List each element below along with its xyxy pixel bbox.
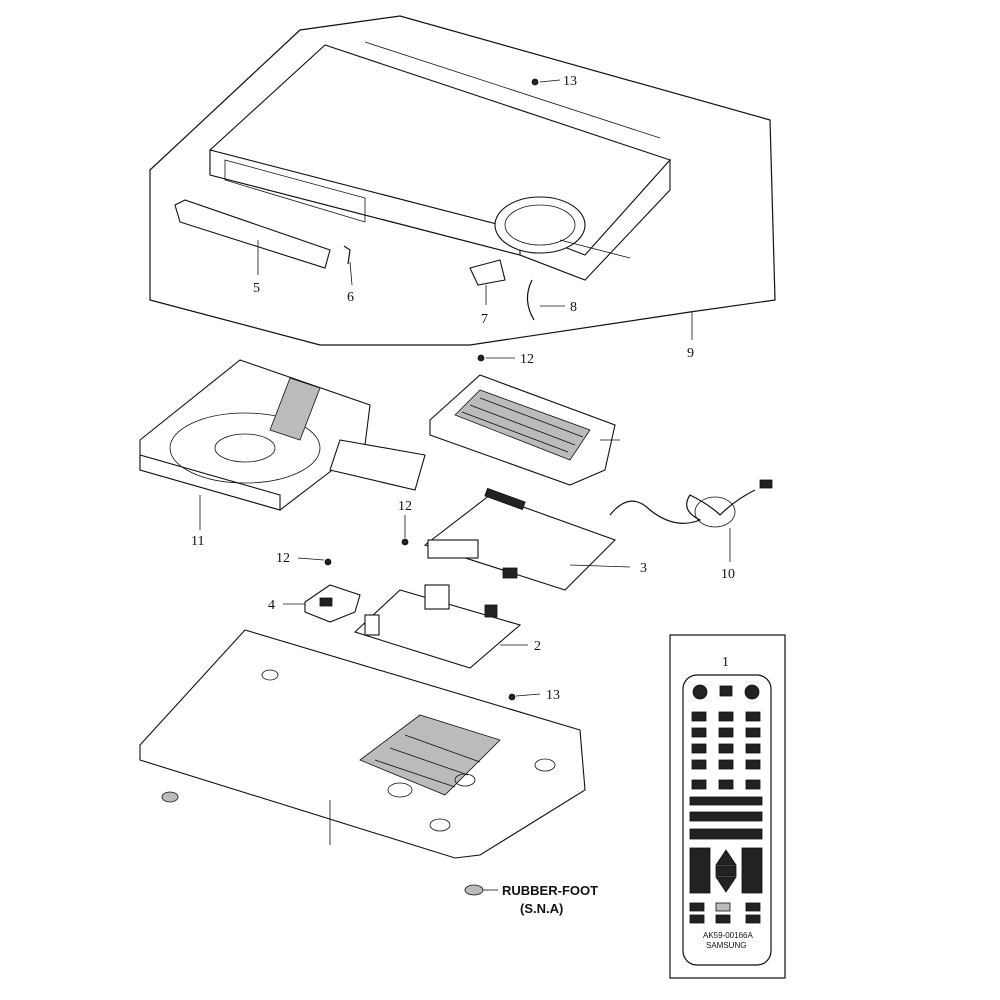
cable-8 (526, 279, 535, 321)
pcb-2 (353, 589, 522, 669)
jack-panel (427, 539, 479, 559)
vent-lines (461, 397, 584, 453)
screw-12-mid (401, 538, 409, 546)
chip-3 (502, 567, 518, 579)
leader-window (559, 239, 631, 259)
pcb-3 (423, 494, 617, 591)
disc-tray (169, 412, 321, 484)
chassis-boss-2 (387, 782, 413, 798)
remote-tv-power-icon (744, 684, 760, 700)
callout-3: 3 (640, 561, 647, 576)
pickup-rail (269, 377, 321, 441)
plug (759, 479, 773, 489)
screw-12-left (324, 558, 332, 566)
leader-6 (349, 261, 353, 286)
part-4-module (283, 584, 361, 623)
callout-12-left: 12 (276, 551, 290, 566)
callout-11: 11 (191, 534, 204, 549)
remote-open-close-button (719, 685, 733, 697)
remote-control-panel: AK59-00166A SAMSUNG (669, 634, 786, 979)
spindle (214, 433, 276, 463)
power-cord-10 (609, 479, 773, 562)
rubber-foot-label: RUBBER-FOOT (502, 883, 598, 898)
disc-slot (224, 159, 366, 223)
callout-6: 6 (347, 290, 354, 305)
bracket-2 (364, 614, 380, 636)
callout-1: 1 (722, 655, 729, 670)
deck-mechanism (139, 359, 426, 530)
display-window (494, 196, 586, 254)
chassis-boss-5 (454, 773, 476, 787)
chassis-vent-lines (374, 734, 481, 788)
remote-transport-keys (689, 796, 763, 840)
rubber-foot-sna: (S.N.A) (520, 901, 563, 916)
leader-13-bottom (515, 693, 541, 697)
chassis-plate (139, 629, 586, 859)
remote-navigation-pad (689, 847, 763, 894)
callout-12-top: 12 (520, 352, 534, 367)
callout-8: 8 (570, 300, 577, 315)
callout-2: 2 (534, 639, 541, 654)
connector-3 (484, 487, 526, 511)
callout-5: 5 (253, 281, 260, 296)
module-4 (304, 584, 361, 623)
leader-3 (569, 564, 631, 568)
board-cover-assembly (429, 354, 620, 486)
callout-13-top: 13 (563, 74, 577, 89)
remote-down-arrow-icon (715, 876, 737, 893)
chassis-boss-1 (261, 669, 279, 681)
deck-front (139, 454, 281, 511)
callout-13-bottom: 13 (546, 688, 560, 703)
bottom-chassis (139, 629, 586, 859)
cover-rear-edge (364, 41, 661, 139)
top-cover-assembly-group (149, 15, 776, 346)
display-window-inner (504, 204, 576, 246)
part-7 (469, 259, 506, 286)
cord-path (609, 489, 756, 524)
front-strip-5 (174, 199, 331, 269)
module-4-chip (319, 597, 333, 607)
rubber-foot-icon (464, 884, 484, 896)
board-3 (423, 487, 631, 591)
board-2 (353, 584, 528, 669)
leader-13-top (539, 79, 561, 83)
screw-13-top (531, 78, 539, 86)
cord-coil (694, 496, 736, 528)
rubber-foot-part (161, 791, 179, 803)
connector-2b (484, 604, 498, 618)
assembly-outline-9 (149, 15, 776, 346)
flex-cable (329, 439, 426, 491)
remote-bottom-keys (689, 902, 761, 924)
leader-12-left (297, 557, 325, 561)
remote-up-arrow-icon (715, 849, 737, 866)
callout-7: 7 (481, 312, 488, 327)
remote-power-icon (692, 684, 708, 700)
callout-12-mid: 12 (398, 499, 412, 514)
remote-number-keys (691, 711, 761, 790)
remote-brand: SAMSUNG (706, 941, 746, 950)
part-6 (343, 245, 351, 265)
remote-model-code: AK59-00166A (703, 931, 753, 940)
callout-9: 9 (687, 346, 694, 361)
chassis-vent (359, 714, 501, 796)
chassis-boss-4 (429, 818, 451, 832)
callout-10: 10 (721, 567, 735, 582)
connector-2a (424, 584, 450, 610)
callout-4: 4 (268, 598, 275, 613)
chassis-boss-3 (534, 758, 556, 772)
screw-13-bottom (508, 693, 516, 701)
screw-12-top (477, 354, 485, 362)
